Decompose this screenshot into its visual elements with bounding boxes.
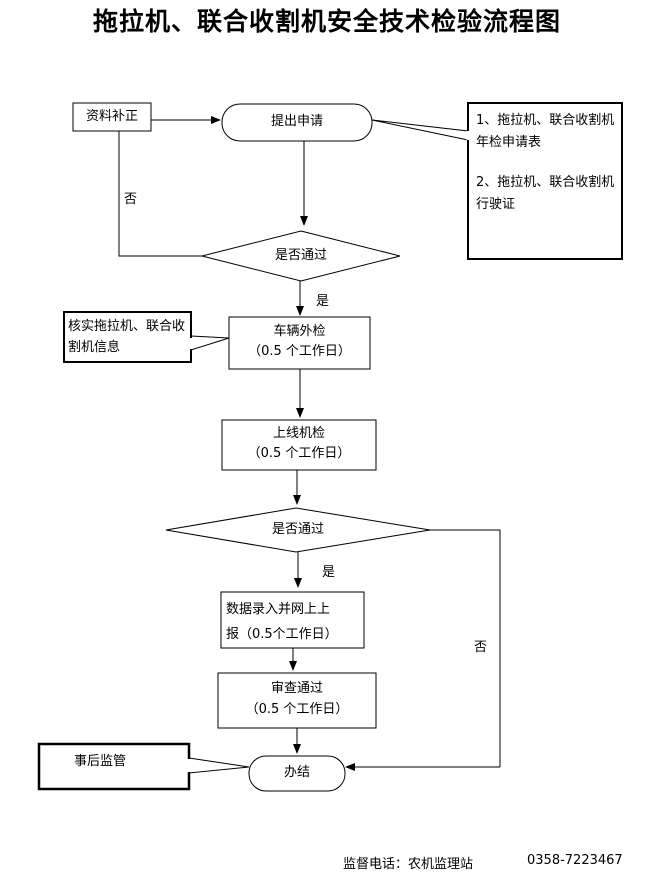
docs-item-2: 2、拖拉机、联合收割机行驶证 (476, 175, 615, 212)
supervise-label: 事后监管 (73, 754, 126, 769)
supplement-box (72, 102, 152, 132)
page-title: 拖拉机、联合收割机安全技术检验流程图 (92, 7, 561, 36)
review-label: 审查通过 (270, 681, 323, 696)
data-entry-label-1: 数据录入并网上上 (226, 602, 331, 617)
verify-note-label: 核实拖拉机、联合收割机信息 (68, 319, 186, 355)
no-label-1: 否 (124, 192, 138, 207)
data-entry-box (220, 591, 365, 649)
supervise-callout-box (37, 742, 191, 791)
verify-callout-pointer (190, 335, 230, 351)
supervise-callout-pointer (188, 757, 250, 774)
data-entry-label-2: 报（0.5个工作日） (226, 627, 338, 642)
supervision-contact: 监督电话：农机监理站 (343, 857, 474, 872)
docs-callout-pointer (371, 119, 469, 141)
docs-item-1: 1、拖拉机、联合收割机年检申请表 (476, 113, 615, 150)
review-time: （0.5 个工作日） (245, 702, 349, 717)
decision-2-label: 是否通过 (271, 522, 324, 537)
exterior-time: （0.5 个工作日） (248, 344, 351, 359)
finish-label: 办结 (283, 765, 310, 780)
no-label-2: 否 (474, 640, 488, 655)
yes-label-2: 是 (322, 565, 336, 580)
exterior-box (228, 316, 371, 370)
online-time: （0.5 个工作日） (247, 446, 351, 461)
docs-callout-box (467, 102, 623, 260)
supervision-phone: 0358-7223467 (527, 853, 623, 868)
review-box (217, 672, 377, 729)
finish-terminal (248, 755, 346, 792)
yes-label-1: 是 (316, 294, 330, 309)
apply-label: 提出申请 (270, 114, 323, 129)
online-box (221, 419, 377, 471)
decision-diamond-2 (165, 507, 431, 553)
exterior-label: 车辆外检 (273, 324, 326, 339)
verify-callout-box (63, 311, 192, 363)
decision-1-label: 是否通过 (274, 248, 327, 263)
online-label: 上线机检 (272, 426, 325, 441)
supplement-label: 资料补正 (85, 109, 138, 124)
decision-diamond-1 (201, 230, 401, 282)
apply-terminal (221, 103, 373, 142)
